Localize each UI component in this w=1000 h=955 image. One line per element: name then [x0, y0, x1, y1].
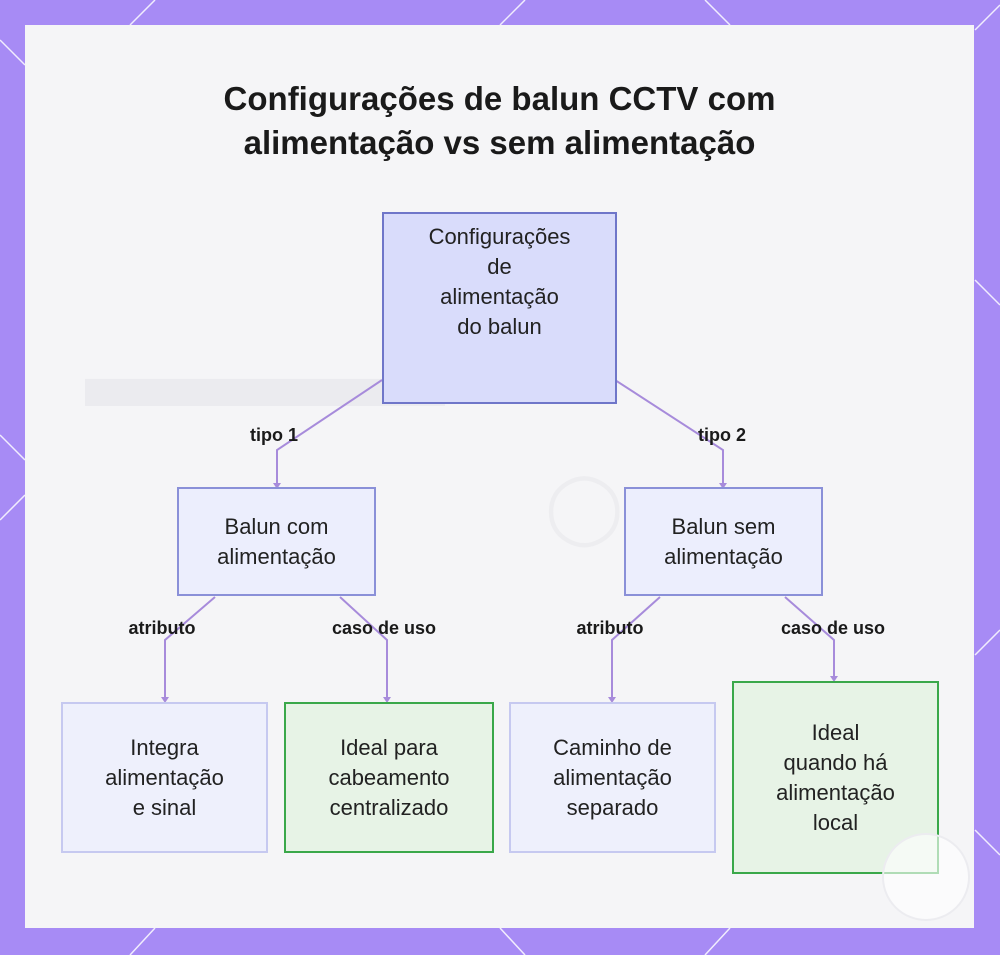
node-line: alimentação: [664, 543, 783, 569]
leaf-line: e sinal: [132, 794, 197, 820]
leaf-line: alimentação: [553, 764, 672, 790]
node-balun-sem-alimentacao: Balun sem alimentação: [624, 487, 823, 596]
leaf-line: quando há: [783, 749, 888, 775]
edges: [161, 379, 838, 703]
leaf-integra-alimentacao: Integra alimentação e sinal: [61, 702, 268, 853]
leaf-ideal-cabeamento-centralizado: Ideal para cabeamento centralizado: [284, 702, 494, 853]
leaf-line: separado: [566, 794, 659, 820]
leaf-line: alimentação: [105, 764, 224, 790]
logo-badge-icon: [882, 833, 970, 921]
root-node-line: Configurações: [428, 224, 571, 249]
edge-tipo1-atributo: [164, 596, 216, 701]
edge-label-atributo: atributo: [576, 618, 644, 638]
edge-label-tipo-1: tipo 1: [250, 425, 298, 445]
node-line: Balun sem: [671, 513, 776, 539]
leaf-line: centralizado: [329, 794, 449, 820]
leaf-line: Ideal para: [340, 734, 438, 760]
node-line: alimentação: [217, 543, 336, 569]
root-node-line: de: [487, 254, 512, 279]
title-line-2: alimentação vs sem alimentação: [243, 124, 756, 161]
diagram-panel: ▬▬▬▬ ◯ ▭▭ Configurações de balun CCTV co…: [25, 25, 974, 928]
edge-root-tipo1: [276, 379, 383, 487]
edge-label-caso-de-uso: caso de uso: [331, 618, 437, 638]
node-line: Balun com: [224, 513, 329, 539]
leaf-line: Ideal: [811, 719, 860, 745]
root-node-line: alimentação: [440, 284, 559, 309]
edge-label-caso-de-uso: caso de uso: [780, 618, 886, 638]
leaf-caminho-separado: Caminho de alimentação separado: [509, 702, 716, 853]
title-line-1: Configurações de balun CCTV com: [223, 80, 776, 117]
edge-tipo2-caso: [784, 596, 835, 680]
node-balun-com-alimentacao: Balun com alimentação: [177, 487, 376, 596]
edge-tipo2-atributo: [611, 596, 661, 701]
leaf-line: local: [812, 809, 859, 835]
root-node-line: do balun: [457, 314, 542, 339]
diagram-title: Configurações de balun CCTV com alimenta…: [25, 77, 974, 165]
edge-label-atributo: atributo: [128, 618, 196, 638]
edge-tipo1-caso: [339, 596, 388, 701]
leaf-ideal-alimentacao-local: Ideal quando há alimentação local: [732, 681, 939, 874]
leaf-line: cabeamento: [328, 764, 450, 790]
leaf-line: Caminho de: [553, 734, 672, 760]
edge-label-tipo-2: tipo 2: [698, 425, 746, 445]
leaf-line: alimentação: [776, 779, 895, 805]
root-node: Configurações de alimentação do balun: [382, 212, 617, 404]
edge-root-tipo2: [614, 379, 724, 487]
leaf-line: Integra: [130, 734, 199, 760]
